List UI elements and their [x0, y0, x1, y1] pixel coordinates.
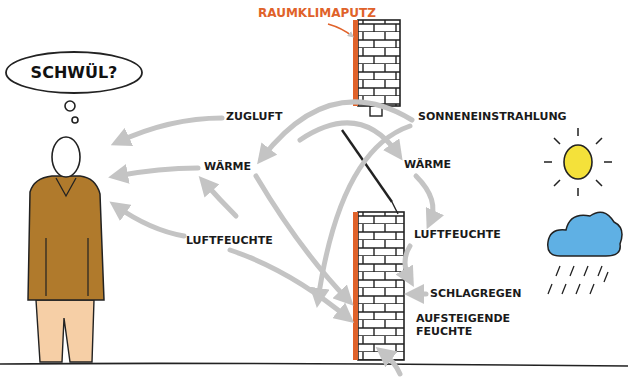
- flow-label: ZUGLUFT: [226, 110, 283, 123]
- ground-line: [0, 363, 628, 366]
- material-label: RAUMKLIMAPUTZ: [258, 6, 376, 20]
- thought-dot: [65, 101, 75, 111]
- flow-label: SCHLAGREGEN: [430, 287, 522, 300]
- sun: [544, 128, 612, 196]
- leader-line: [328, 24, 352, 36]
- lower-wall: [353, 212, 404, 360]
- flow-label: WÄRME: [204, 160, 251, 173]
- bubble-text: SCHWÜL?: [31, 63, 118, 82]
- flow-label: AUFSTEIGENDE FEUCHTE: [416, 312, 512, 338]
- flow-label: SONNENEINSTRAHLUNG: [418, 110, 567, 123]
- flow-label: LUFTFEUCHTE: [414, 228, 501, 241]
- rain-cloud: [548, 212, 622, 294]
- thought-bubble: SCHWÜL?: [4, 50, 144, 95]
- thought-dot: [72, 117, 78, 123]
- flow-label: LUFTFEUCHTE: [186, 234, 273, 247]
- flow-label: WÄRME: [404, 158, 451, 171]
- person: [28, 137, 104, 362]
- flow-arrows: [116, 102, 433, 374]
